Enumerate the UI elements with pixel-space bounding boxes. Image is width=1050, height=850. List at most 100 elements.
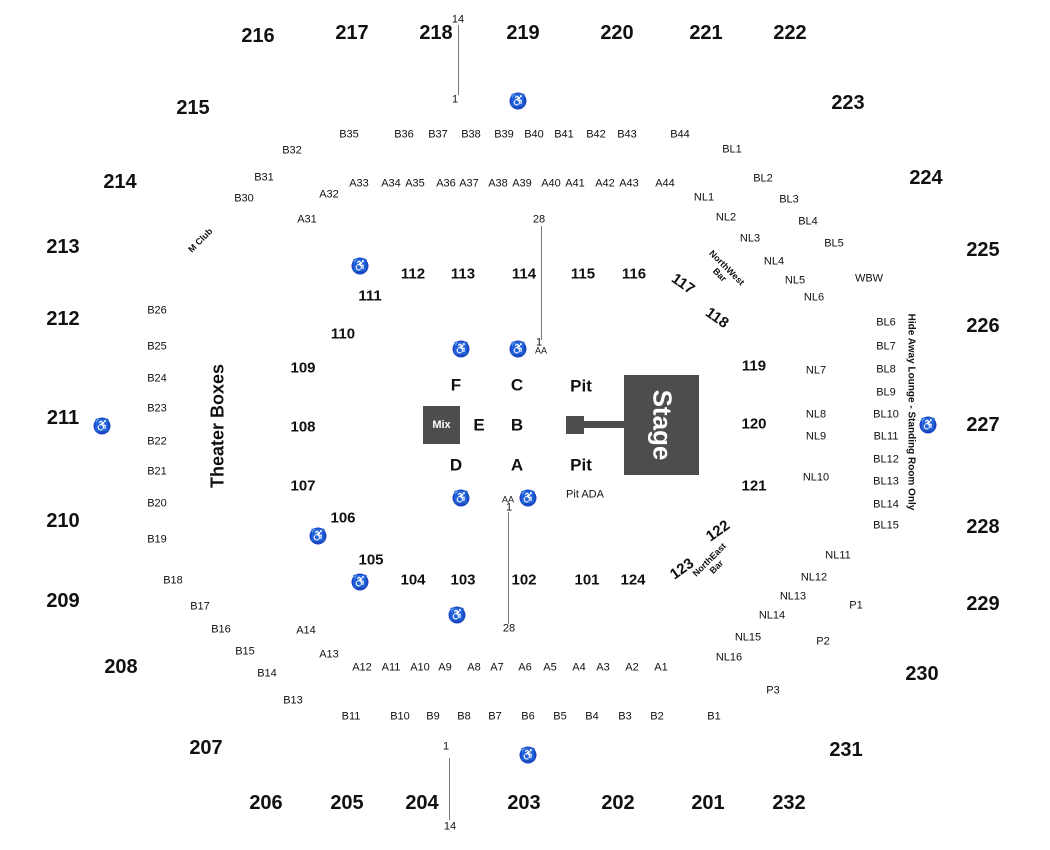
- section-209[interactable]: 209: [46, 590, 80, 612]
- row-b19[interactable]: B19: [147, 533, 167, 546]
- floor-section-c[interactable]: C: [510, 375, 524, 395]
- row-a4[interactable]: A4: [572, 661, 586, 674]
- section-221[interactable]: 221: [689, 22, 723, 44]
- row-nl12[interactable]: NL12: [800, 571, 828, 584]
- row-nl4[interactable]: NL4: [763, 255, 785, 268]
- row-wbw[interactable]: WBW: [854, 272, 884, 285]
- row-a39[interactable]: A39: [512, 177, 532, 190]
- row-nl2[interactable]: NL2: [715, 211, 737, 224]
- row-a9[interactable]: A9: [438, 661, 452, 674]
- row-bl13[interactable]: BL13: [873, 475, 899, 488]
- section-123[interactable]: 123: [666, 554, 698, 584]
- section-109[interactable]: 109: [290, 359, 316, 377]
- row-b1[interactable]: B1: [707, 710, 721, 723]
- section-106[interactable]: 106: [330, 509, 356, 527]
- section-222[interactable]: 222: [773, 22, 807, 44]
- section-201[interactable]: 201: [691, 792, 725, 814]
- section-122[interactable]: 122: [702, 516, 734, 546]
- row-b14[interactable]: B14: [257, 667, 277, 680]
- row-bl8[interactable]: BL8: [876, 363, 896, 376]
- row-b38[interactable]: B38: [461, 128, 481, 141]
- row-nl5[interactable]: NL5: [784, 274, 806, 287]
- row-nl13[interactable]: NL13: [779, 590, 807, 603]
- row-b4[interactable]: B4: [585, 710, 599, 723]
- section-110[interactable]: 110: [330, 325, 356, 343]
- row-b25[interactable]: B25: [147, 340, 167, 353]
- section-103[interactable]: 103: [450, 571, 476, 589]
- row-a36[interactable]: A36: [436, 177, 456, 190]
- row-b41[interactable]: B41: [554, 128, 574, 141]
- row-b44[interactable]: B44: [670, 128, 690, 141]
- section-203[interactable]: 203: [507, 792, 541, 814]
- row-a6[interactable]: A6: [518, 661, 532, 674]
- section-105[interactable]: 105: [358, 551, 384, 569]
- row-a41[interactable]: A41: [565, 177, 585, 190]
- section-207[interactable]: 207: [189, 737, 223, 759]
- section-228[interactable]: 228: [966, 516, 1000, 538]
- row-b3[interactable]: B3: [618, 710, 632, 723]
- section-210[interactable]: 210: [46, 510, 80, 532]
- row-b31[interactable]: B31: [254, 171, 274, 184]
- row-a10[interactable]: A10: [410, 661, 430, 674]
- section-121[interactable]: 121: [741, 477, 767, 495]
- row-b5[interactable]: B5: [553, 710, 567, 723]
- section-114[interactable]: 114: [511, 265, 537, 283]
- pit-upper[interactable]: Pit: [570, 376, 592, 396]
- row-nl10[interactable]: NL10: [802, 471, 830, 484]
- section-107[interactable]: 107: [290, 477, 316, 495]
- section-211[interactable]: 211: [46, 407, 80, 429]
- row-a13[interactable]: A13: [319, 648, 339, 661]
- row-nl14[interactable]: NL14: [758, 609, 786, 622]
- row-b6[interactable]: B6: [521, 710, 535, 723]
- section-113[interactable]: 113: [450, 265, 476, 283]
- section-227[interactable]: 227: [966, 414, 1000, 436]
- row-b35[interactable]: B35: [339, 128, 359, 141]
- row-bl5[interactable]: BL5: [824, 237, 844, 250]
- row-bl4[interactable]: BL4: [798, 215, 818, 228]
- row-a5[interactable]: A5: [543, 661, 557, 674]
- row-b20[interactable]: B20: [147, 497, 167, 510]
- row-a2[interactable]: A2: [625, 661, 639, 674]
- stage[interactable]: Stage: [624, 375, 699, 475]
- row-b21[interactable]: B21: [147, 465, 167, 478]
- section-206[interactable]: 206: [249, 792, 283, 814]
- row-b39[interactable]: B39: [494, 128, 514, 141]
- row-nl1[interactable]: NL1: [693, 191, 715, 204]
- row-a11[interactable]: A11: [381, 661, 401, 674]
- section-232[interactable]: 232: [772, 792, 806, 814]
- section-101[interactable]: 101: [574, 571, 600, 589]
- row-a12[interactable]: A12: [352, 661, 372, 674]
- pit-ada[interactable]: Pit ADA: [566, 488, 604, 501]
- row-bl14[interactable]: BL14: [873, 498, 899, 511]
- row-a40[interactable]: A40: [541, 177, 561, 190]
- section-205[interactable]: 205: [330, 792, 364, 814]
- row-bl1[interactable]: BL1: [722, 143, 742, 156]
- row-b42[interactable]: B42: [586, 128, 606, 141]
- row-b11[interactable]: B11: [341, 710, 361, 723]
- section-216[interactable]: 216: [241, 25, 275, 47]
- row-a31[interactable]: A31: [297, 213, 317, 226]
- row-bl2[interactable]: BL2: [753, 172, 773, 185]
- row-b17[interactable]: B17: [190, 600, 210, 613]
- section-215[interactable]: 215: [176, 97, 210, 119]
- section-208[interactable]: 208: [104, 656, 138, 678]
- row-a33[interactable]: A33: [349, 177, 369, 190]
- section-112[interactable]: 112: [400, 265, 426, 283]
- row-a14[interactable]: A14: [296, 624, 316, 637]
- row-b43[interactable]: B43: [617, 128, 637, 141]
- row-b16[interactable]: B16: [211, 623, 231, 636]
- section-219[interactable]: 219: [506, 22, 540, 44]
- row-nl15[interactable]: NL15: [734, 631, 762, 644]
- row-a3[interactable]: A3: [596, 661, 610, 674]
- section-108[interactable]: 108: [290, 418, 316, 436]
- row-nl11[interactable]: NL11: [825, 549, 851, 562]
- row-b2[interactable]: B2: [650, 710, 664, 723]
- row-b24[interactable]: B24: [147, 372, 167, 385]
- row-b15[interactable]: B15: [235, 645, 255, 658]
- section-217[interactable]: 217: [335, 22, 369, 44]
- row-bl11[interactable]: BL11: [873, 430, 899, 443]
- row-a44[interactable]: A44: [655, 177, 675, 190]
- floor-section-a[interactable]: A: [510, 455, 524, 475]
- row-a32[interactable]: A32: [319, 188, 339, 201]
- row-b26[interactable]: B26: [147, 304, 167, 317]
